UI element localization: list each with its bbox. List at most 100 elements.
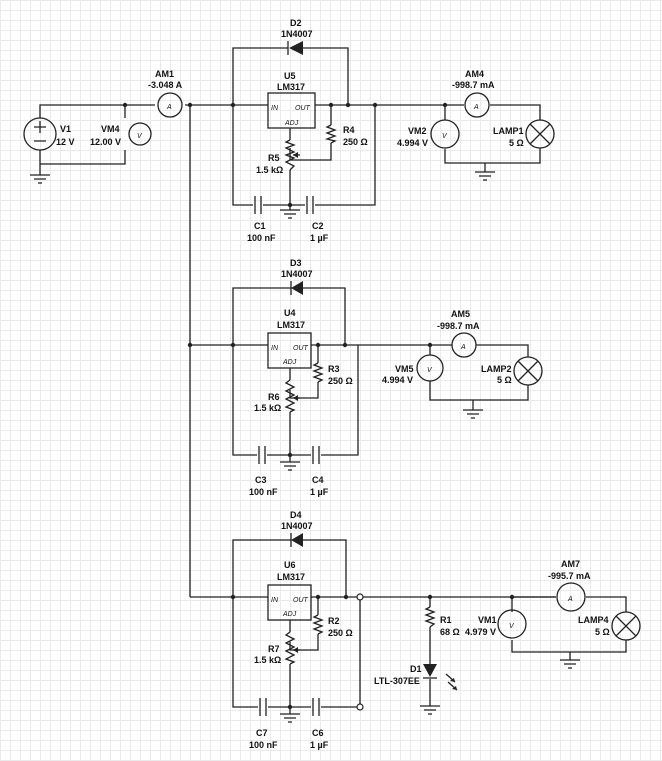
capacitor-c3[interactable]: C3 100 nF (249, 446, 278, 497)
resistor-r4[interactable]: R4 250 Ω (324, 124, 368, 147)
r6-value: 1.5 kΩ (254, 403, 281, 413)
am1-value: -3.048 A (148, 80, 183, 90)
capacitor-c4[interactable]: C4 1 µF (310, 446, 329, 497)
c2-value: 1 µF (310, 233, 329, 243)
ground-symbol (30, 174, 50, 184)
vm1-value: 4.979 V (465, 627, 496, 637)
lamp4-name: LAMP4 (578, 615, 609, 625)
svg-text:IN: IN (271, 105, 279, 112)
d2-part: 1N4007 (281, 29, 313, 39)
svg-text:V: V (509, 623, 515, 630)
regulator-u6[interactable]: IN OUT ADJ U6 LM317 (267, 560, 312, 621)
lamp1-name: LAMP1 (493, 126, 524, 136)
potentiometer-r5[interactable]: R5 1.5 kΩ (256, 139, 300, 175)
r5-value: 1.5 kΩ (256, 165, 283, 175)
svg-text:V: V (427, 367, 433, 374)
am4-name: AM4 (465, 69, 484, 79)
voltmeter-vm4[interactable]: V VM4 12.00 V (90, 122, 152, 147)
input-section (39, 102, 233, 598)
resistor-r2[interactable]: R2 250 Ω (312, 614, 353, 638)
am7-value: -995.7 mA (548, 571, 591, 581)
led-d1[interactable]: D1 LTL-307EE (374, 664, 458, 691)
lamp-lamp2[interactable]: LAMP2 5 Ω (481, 356, 543, 386)
resistor-r1[interactable]: R1 68 Ω (424, 606, 460, 637)
u6-part: LM317 (277, 572, 305, 582)
potentiometer-r7[interactable]: R7 1.5 kΩ (254, 631, 300, 665)
d1-name: D1 (410, 664, 422, 674)
resistor-r3[interactable]: R3 250 Ω (312, 362, 353, 386)
d3-part: 1N4007 (281, 269, 313, 279)
svg-text:OUT: OUT (293, 345, 309, 352)
vm4-value: 12.00 V (90, 137, 121, 147)
svg-text:A: A (460, 344, 466, 351)
svg-text:V: V (442, 133, 448, 140)
d1-part: LTL-307EE (374, 676, 420, 686)
r6-name: R6 (268, 392, 280, 402)
diode-d3[interactable]: D3 1N4007 (281, 258, 313, 295)
svg-text:ADJ: ADJ (284, 120, 299, 127)
r5-name: R5 (268, 153, 280, 163)
capacitor-c6[interactable]: C6 1 µF (310, 698, 329, 750)
lamp1-value: 5 Ω (509, 138, 524, 148)
r4-name: R4 (343, 125, 355, 135)
c2-name: C2 (312, 221, 324, 231)
regulator-stage-2 (230, 287, 418, 471)
voltmeter-vm2[interactable]: V VM2 4.994 V (397, 119, 460, 149)
c1-name: C1 (254, 221, 266, 231)
voltage-source-v1[interactable]: V1 12 V (23, 117, 75, 151)
c7-value: 100 nF (249, 740, 278, 750)
svg-text:A: A (567, 596, 573, 603)
r1-value: 68 Ω (440, 627, 460, 637)
output-stage-3 (509, 594, 627, 669)
ammeter-am7[interactable]: A AM7 -995.7 mA (548, 559, 591, 612)
capacitor-c7[interactable]: C7 100 nF (249, 698, 278, 750)
svg-text:V: V (137, 133, 143, 140)
capacitor-c1[interactable]: C1 100 nF (247, 196, 276, 243)
d2-name: D2 (290, 18, 302, 28)
svg-text:A: A (166, 104, 172, 111)
svg-text:IN: IN (271, 345, 279, 352)
vm2-value: 4.994 V (397, 138, 428, 148)
svg-text:ADJ: ADJ (282, 611, 297, 618)
d3-name: D3 (290, 258, 302, 268)
svg-text:ADJ: ADJ (282, 359, 297, 366)
u5-part: LM317 (277, 82, 305, 92)
lamp2-value: 5 Ω (497, 375, 512, 385)
diode-d4[interactable]: D4 1N4007 (281, 510, 313, 547)
ammeter-am1[interactable]: A AM1 -3.048 A (148, 69, 183, 118)
am5-value: -998.7 mA (437, 321, 480, 331)
r4-value: 250 Ω (343, 137, 368, 147)
r7-name: R7 (268, 644, 280, 654)
ammeter-am4[interactable]: A AM4 -998.7 mA (452, 69, 495, 118)
vm4-name: VM4 (101, 124, 120, 134)
potentiometer-r6[interactable]: R6 1.5 kΩ (254, 379, 300, 413)
output-stage-2 (418, 342, 529, 419)
regulator-stage-1 (230, 47, 395, 219)
capacitor-c2[interactable]: C2 1 µF (306, 196, 329, 243)
voltmeter-vm1[interactable]: V VM1 4.979 V (465, 609, 527, 639)
svg-text:OUT: OUT (293, 597, 309, 604)
ammeter-am5[interactable]: A AM5 -998.7 mA (437, 309, 480, 358)
c3-name: C3 (255, 475, 267, 485)
svg-text:OUT: OUT (295, 105, 311, 112)
r3-value: 250 Ω (328, 376, 353, 386)
lamp-lamp1[interactable]: LAMP1 5 Ω (493, 119, 555, 149)
c6-value: 1 µF (310, 740, 329, 750)
regulator-u5[interactable]: IN OUT ADJ U5 LM317 (267, 71, 316, 129)
u4-part: LM317 (277, 320, 305, 330)
c7-name: C7 (256, 728, 268, 738)
regulator-u4[interactable]: IN OUT ADJ U4 LM317 (267, 308, 312, 369)
c4-value: 1 µF (310, 487, 329, 497)
c3-value: 100 nF (249, 487, 278, 497)
v1-value: 12 V (56, 137, 75, 147)
voltmeter-vm5[interactable]: V VM5 4.994 V (382, 354, 444, 385)
lamp-lamp4[interactable]: LAMP4 5 Ω (578, 611, 641, 641)
output-stage-1 (395, 102, 541, 181)
c6-name: C6 (312, 728, 324, 738)
r2-value: 250 Ω (328, 628, 353, 638)
d4-name: D4 (290, 510, 302, 520)
diode-d2[interactable]: D2 1N4007 (281, 18, 313, 55)
vm5-value: 4.994 V (382, 375, 413, 385)
